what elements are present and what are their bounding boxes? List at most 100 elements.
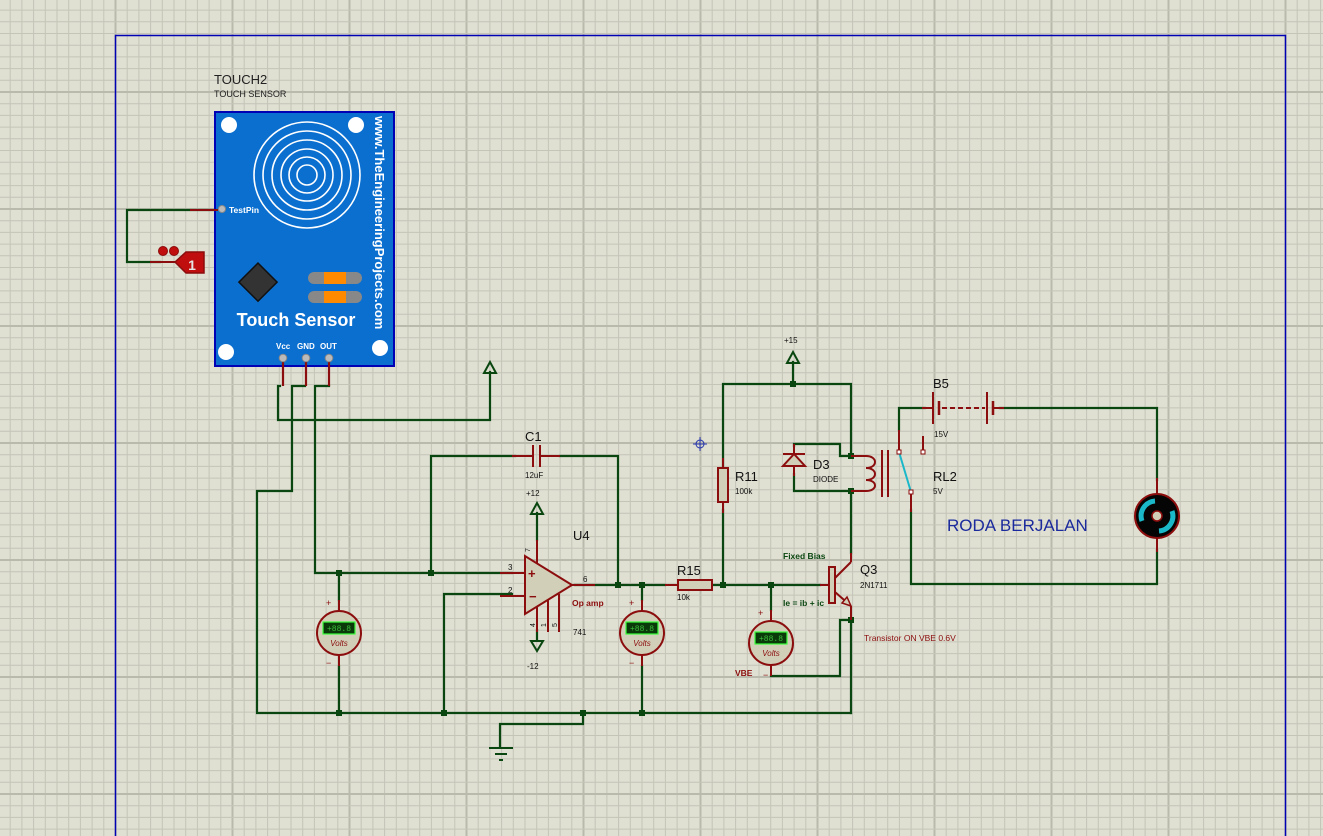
voltmeter-display: +88.8	[327, 625, 351, 634]
mount-hole	[372, 340, 388, 356]
diode-d3[interactable]: D3 DIODE	[780, 444, 838, 484]
fixed-bias-label: Fixed Bias	[783, 551, 826, 561]
opamp-u4[interactable]: + − 3 2 6 7 4 1 5 U4 Op amp 741	[500, 528, 604, 637]
pin-num-2: 2	[508, 586, 513, 595]
supply-minus12: -12	[527, 640, 545, 671]
logic-down-icon[interactable]	[158, 246, 168, 256]
c1-ref: C1	[525, 429, 542, 444]
transistor-on-label: Transistor ON VBE 0.6V	[864, 633, 956, 643]
pin-num-1: 1	[541, 623, 548, 627]
sensor-board	[214, 111, 395, 367]
capacitor-c1[interactable]: C1 12uF	[512, 429, 560, 480]
testpin-dot[interactable]	[218, 205, 226, 213]
touch-sensor-ref: TOUCH2	[214, 72, 267, 87]
logic-state-terminal[interactable]: 1	[150, 246, 205, 274]
wire-gnd	[255, 384, 853, 715]
opamp-type: Op amp	[572, 598, 604, 608]
plus12-label: +12	[526, 489, 540, 498]
meter-plus: +	[629, 598, 634, 608]
sensor-board-title: Touch Sensor	[237, 310, 356, 330]
d3-ref: D3	[813, 457, 830, 472]
power-arrow-icon	[785, 349, 801, 364]
logic-terminal-label: 1	[188, 257, 196, 273]
d3-value: DIODE	[813, 475, 838, 484]
smd-resistor-icon	[308, 272, 362, 303]
q3-ref: Q3	[860, 562, 877, 577]
relay-rl2[interactable]: RL2 5V	[851, 430, 957, 512]
wire-c1-left	[429, 454, 517, 575]
ie-equation-label: Ie = ib + ic	[783, 598, 824, 608]
mount-hole	[348, 117, 364, 133]
wire-out	[313, 384, 514, 575]
rl2-ref: RL2	[933, 469, 957, 484]
pin-label-out: OUT	[320, 342, 337, 351]
wire-testpin	[125, 208, 217, 264]
pin-num-4: 4	[530, 623, 537, 627]
opamp-ref: U4	[573, 528, 590, 543]
pin-out[interactable]	[324, 353, 334, 363]
voltmeter-unit: Volts	[633, 639, 651, 648]
mount-hole	[221, 117, 237, 133]
b5-ref: B5	[933, 376, 949, 391]
logic-up-icon[interactable]	[169, 246, 179, 256]
r11-ref: R11	[735, 469, 758, 484]
voltmeter-unit: Volts	[762, 649, 780, 658]
touch-pad-icon	[253, 121, 361, 229]
meter-plus: +	[326, 598, 331, 608]
battery-b5[interactable]: B5 15V	[922, 376, 1004, 439]
roda-berjalan-label: RODA BERJALAN	[947, 516, 1088, 535]
meter-plus: +	[758, 608, 763, 618]
pin-label-gnd: GND	[297, 342, 315, 351]
wires	[125, 208, 1159, 749]
wire-c1-right	[558, 454, 620, 587]
meter-minus: −	[763, 670, 768, 680]
touch-sensor[interactable]: TOUCH2 TOUCH SENSOR Touch Sensor www.The…	[214, 72, 395, 386]
pin-label-vcc: Vcc	[276, 342, 291, 351]
ground-icon	[489, 747, 513, 761]
r15-ref: R15	[677, 563, 701, 578]
power-arrow-icon	[529, 500, 545, 515]
pin-gnd[interactable]	[301, 353, 311, 363]
voltmeter-unit: Volts	[330, 639, 348, 648]
sheet-border	[114, 34, 1287, 836]
opamp-plus-sign: +	[528, 566, 536, 581]
wire-diode-bot	[792, 472, 853, 493]
r11-value: 100k	[735, 487, 753, 496]
c1-value: 12uF	[525, 471, 543, 480]
wire-vbe-bot	[769, 618, 853, 678]
sensor-pins	[281, 358, 331, 386]
supply-plus12: +12	[526, 489, 545, 515]
wire-motor-relay	[909, 508, 1159, 586]
resistor-r15[interactable]: R15 10k	[665, 563, 713, 602]
crosshair-cursor-icon	[693, 437, 707, 451]
wire-15-bus	[721, 382, 853, 472]
pin-num-3: 3	[508, 563, 513, 572]
mount-hole	[218, 344, 234, 360]
ic-chip-icon	[237, 261, 279, 303]
voltmeter-input[interactable]: +88.8 Volts + −	[316, 598, 362, 668]
power-arrow-icon	[482, 359, 498, 374]
wire-relay-battery	[897, 406, 927, 432]
voltmeter-vbe[interactable]: +88.8 Volts + −	[748, 608, 794, 680]
pin-vcc[interactable]	[278, 353, 288, 363]
resistor-r11[interactable]: R11 100k	[717, 458, 758, 513]
motor[interactable]	[1134, 478, 1180, 552]
sensor-website: www.TheEngineeringProjects.com	[372, 115, 387, 329]
pin-num-5: 5	[552, 623, 559, 627]
minus12-label: -12	[527, 662, 539, 671]
r15-value: 10k	[677, 593, 691, 602]
motor-rotation-icon	[1158, 510, 1176, 534]
opamp-minus-sign: −	[529, 589, 537, 604]
motor-rotation-icon	[1138, 498, 1156, 522]
transistor-q3[interactable]: Q3 2N1711	[820, 553, 888, 620]
wire-vcc	[276, 370, 492, 422]
rl2-value: 5V	[933, 487, 943, 496]
plus15-label: +15	[784, 336, 798, 345]
voltmeter-output[interactable]: +88.8 Volts + −	[619, 598, 665, 668]
testpin-label: TestPin	[229, 205, 259, 215]
b5-value: 15V	[934, 430, 949, 439]
q3-model: 2N1711	[860, 581, 888, 590]
ground-arrow-icon	[529, 640, 545, 653]
